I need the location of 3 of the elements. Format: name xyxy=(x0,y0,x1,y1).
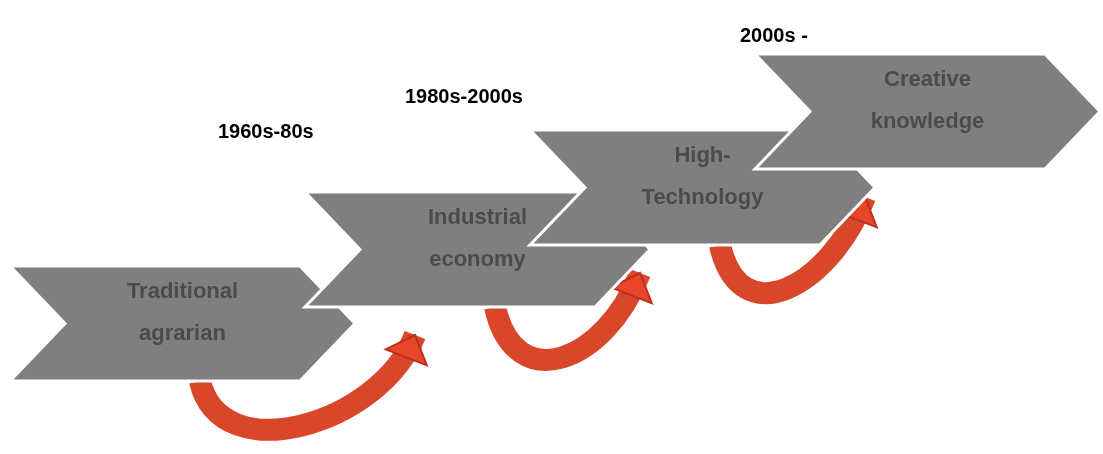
period-label: 1960s-80s xyxy=(218,120,314,143)
period-label: 1980s-2000s xyxy=(405,85,523,108)
period-label: 2000s - xyxy=(740,24,808,47)
